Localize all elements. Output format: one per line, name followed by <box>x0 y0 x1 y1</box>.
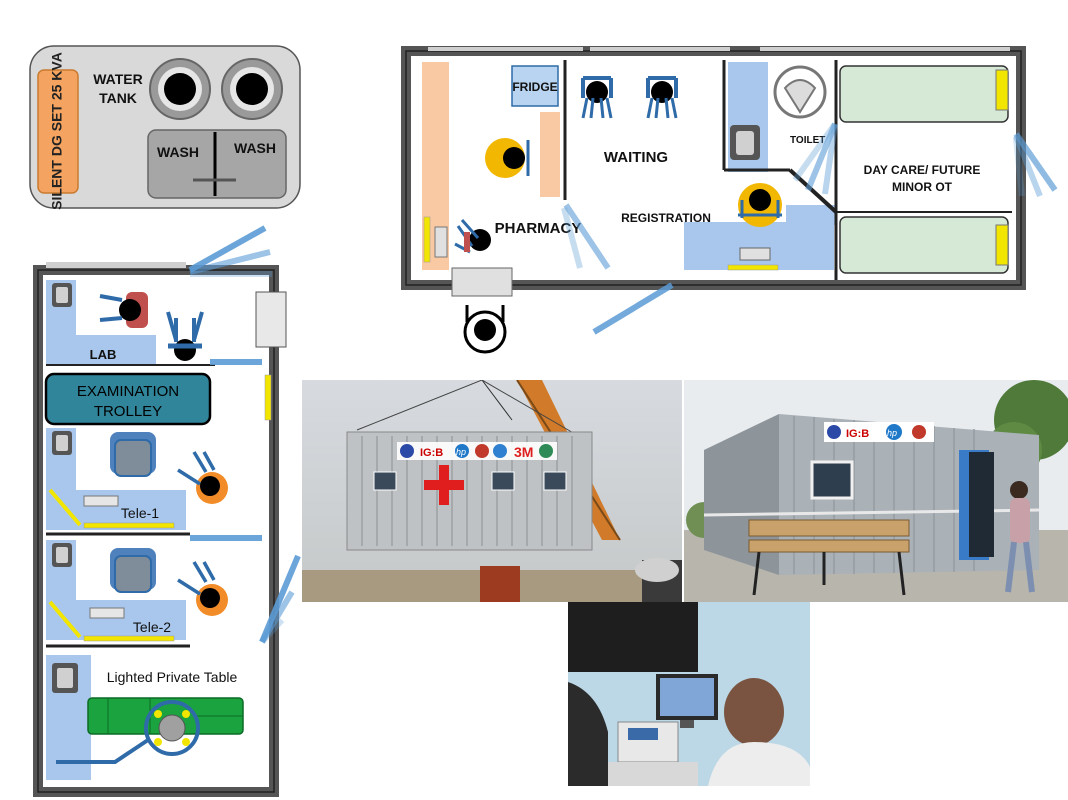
toilet-icon <box>773 65 827 119</box>
water-tank-label-2: TANK <box>99 90 137 106</box>
door-swing-marks <box>561 122 1058 335</box>
lab-sink-icon <box>52 283 72 307</box>
bench <box>748 519 910 596</box>
water-tank-1 <box>149 58 211 120</box>
tele1-doctor-chair-icon <box>177 451 228 504</box>
crane-logo-3m: 3M <box>514 444 533 460</box>
wash-basin <box>147 129 287 199</box>
photo-container-being-lifted: IG:B hp 3M <box>302 380 682 602</box>
photo-container-on-site: IG:B hp <box>684 380 1068 602</box>
trolley-label-1: EXAMINATION <box>77 383 179 400</box>
private-table-label: Lighted Private Table <box>107 669 238 685</box>
generator-block <box>37 69 79 194</box>
entrance-chair-icon <box>451 267 513 354</box>
lab-chair-icon <box>99 292 148 328</box>
wall-monitor <box>568 602 698 672</box>
private-exam-table <box>56 697 244 764</box>
lifted-container: IG:B hp 3M <box>346 431 593 551</box>
tele1-patient-chair-icon <box>110 432 156 477</box>
sink-icon <box>730 125 760 160</box>
water-tank-label-1: WATER <box>93 71 143 87</box>
tele2-patient-chair-icon <box>110 548 156 593</box>
site-logo-hp: hp <box>887 428 897 438</box>
toilet-label: TOILET <box>790 135 825 146</box>
fridge-block <box>511 65 559 107</box>
registration-seat-icon <box>738 183 782 227</box>
second-container-plan: LAB EXAMINATION TROLLEY Tele-1 <box>33 225 301 797</box>
water-tank-2 <box>221 58 283 120</box>
tele1-sink-icon <box>52 431 72 455</box>
tele2-doctor-chair-icon <box>177 561 228 616</box>
tele2-sink-icon <box>52 543 72 567</box>
pharmacy-chair-icon <box>454 219 491 254</box>
pharmacist-seat-icon <box>485 138 530 178</box>
day-care-label-1: DAY CARE/ FUTURE <box>864 163 981 177</box>
registration-label: REGISTRATION <box>621 211 711 225</box>
pharmacy-label: PHARMACY <box>495 220 582 237</box>
person-right <box>708 678 810 786</box>
photo-telemedicine-station <box>568 602 810 786</box>
generator-label: SILENT DG SET 25 KVA <box>49 52 65 210</box>
waiting-label: WAITING <box>604 149 668 166</box>
private-sink-icon <box>52 663 78 693</box>
main-container-plan: FRIDGE DAY CARE/ FUTURE MINOR OT <box>401 46 1058 354</box>
site-logo-igib: IG:B <box>846 428 869 440</box>
day-care-bed-2 <box>839 216 1009 274</box>
pharmacy-desk <box>540 112 560 197</box>
examination-trolley <box>44 372 212 426</box>
crane-logo-hp: hp <box>456 447 466 457</box>
day-care-label-2: MINOR OT <box>892 180 953 194</box>
wash-label-right: WASH <box>234 140 276 156</box>
lab-technician-chair-icon <box>166 311 204 361</box>
crane-logo-igib: IG:B <box>420 447 443 459</box>
wash-label-left: WASH <box>157 144 199 160</box>
fridge-label: FRIDGE <box>512 80 557 94</box>
person-left <box>568 682 608 786</box>
utility-panel: SILENT DG SET 25 KVA WATER TANK WASH WAS… <box>29 45 301 210</box>
tele1-label: Tele-1 <box>121 505 159 521</box>
left-door-swing-marks <box>188 225 301 645</box>
person-walking <box>1005 481 1035 593</box>
lab-label: LAB <box>90 347 117 362</box>
tele2-label: Tele-2 <box>133 619 171 635</box>
trolley-label-2: TROLLEY <box>94 403 162 420</box>
day-care-bed-1 <box>839 65 1009 123</box>
